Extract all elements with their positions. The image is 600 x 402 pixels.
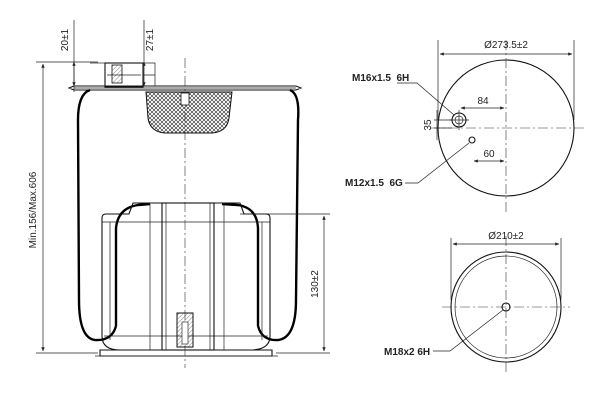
dim-top-right: 27±1 [145, 28, 156, 51]
bump-stop-bore [180, 92, 190, 106]
dim-small-offset: 60 [483, 149, 495, 160]
piston-base [99, 349, 273, 357]
bottom-thread-hole [501, 302, 511, 312]
thread-label-small: M12x1.5 6G [345, 178, 403, 189]
dim-bottom-diameter: Ø210±2 [488, 231, 524, 242]
dim-offset-x: 84 [477, 96, 489, 107]
piston-body [101, 202, 271, 351]
top-stud-bolt [111, 64, 123, 84]
thread-hole-small [468, 136, 476, 144]
dim-piston-height: 130±2 [310, 270, 321, 298]
bottom-view: Ø210±2 M18x2 6H [384, 231, 570, 372]
thread-label-bottom: M18x2 6H [384, 347, 430, 358]
dim-top-left: 20±1 [60, 28, 71, 51]
top-view: Ø273.5±2 84 35 60 M16x1.5 6H M12x1.5 6G [345, 40, 584, 212]
top-plate [67, 85, 303, 91]
bellow-right [256, 88, 300, 342]
dim-top-diameter: Ø273.5±2 [484, 40, 528, 51]
dim-overall-height: Min.156/Max.606 [28, 171, 39, 248]
bellow-left [76, 88, 118, 342]
bump-stop [145, 91, 233, 134]
thread-label-large: M16x1.5 6H [352, 73, 409, 84]
dim-offset-y: 35 [423, 119, 434, 131]
side-section-view: Min.156/Max.606 20±1 27±1 130±2 [28, 20, 330, 368]
